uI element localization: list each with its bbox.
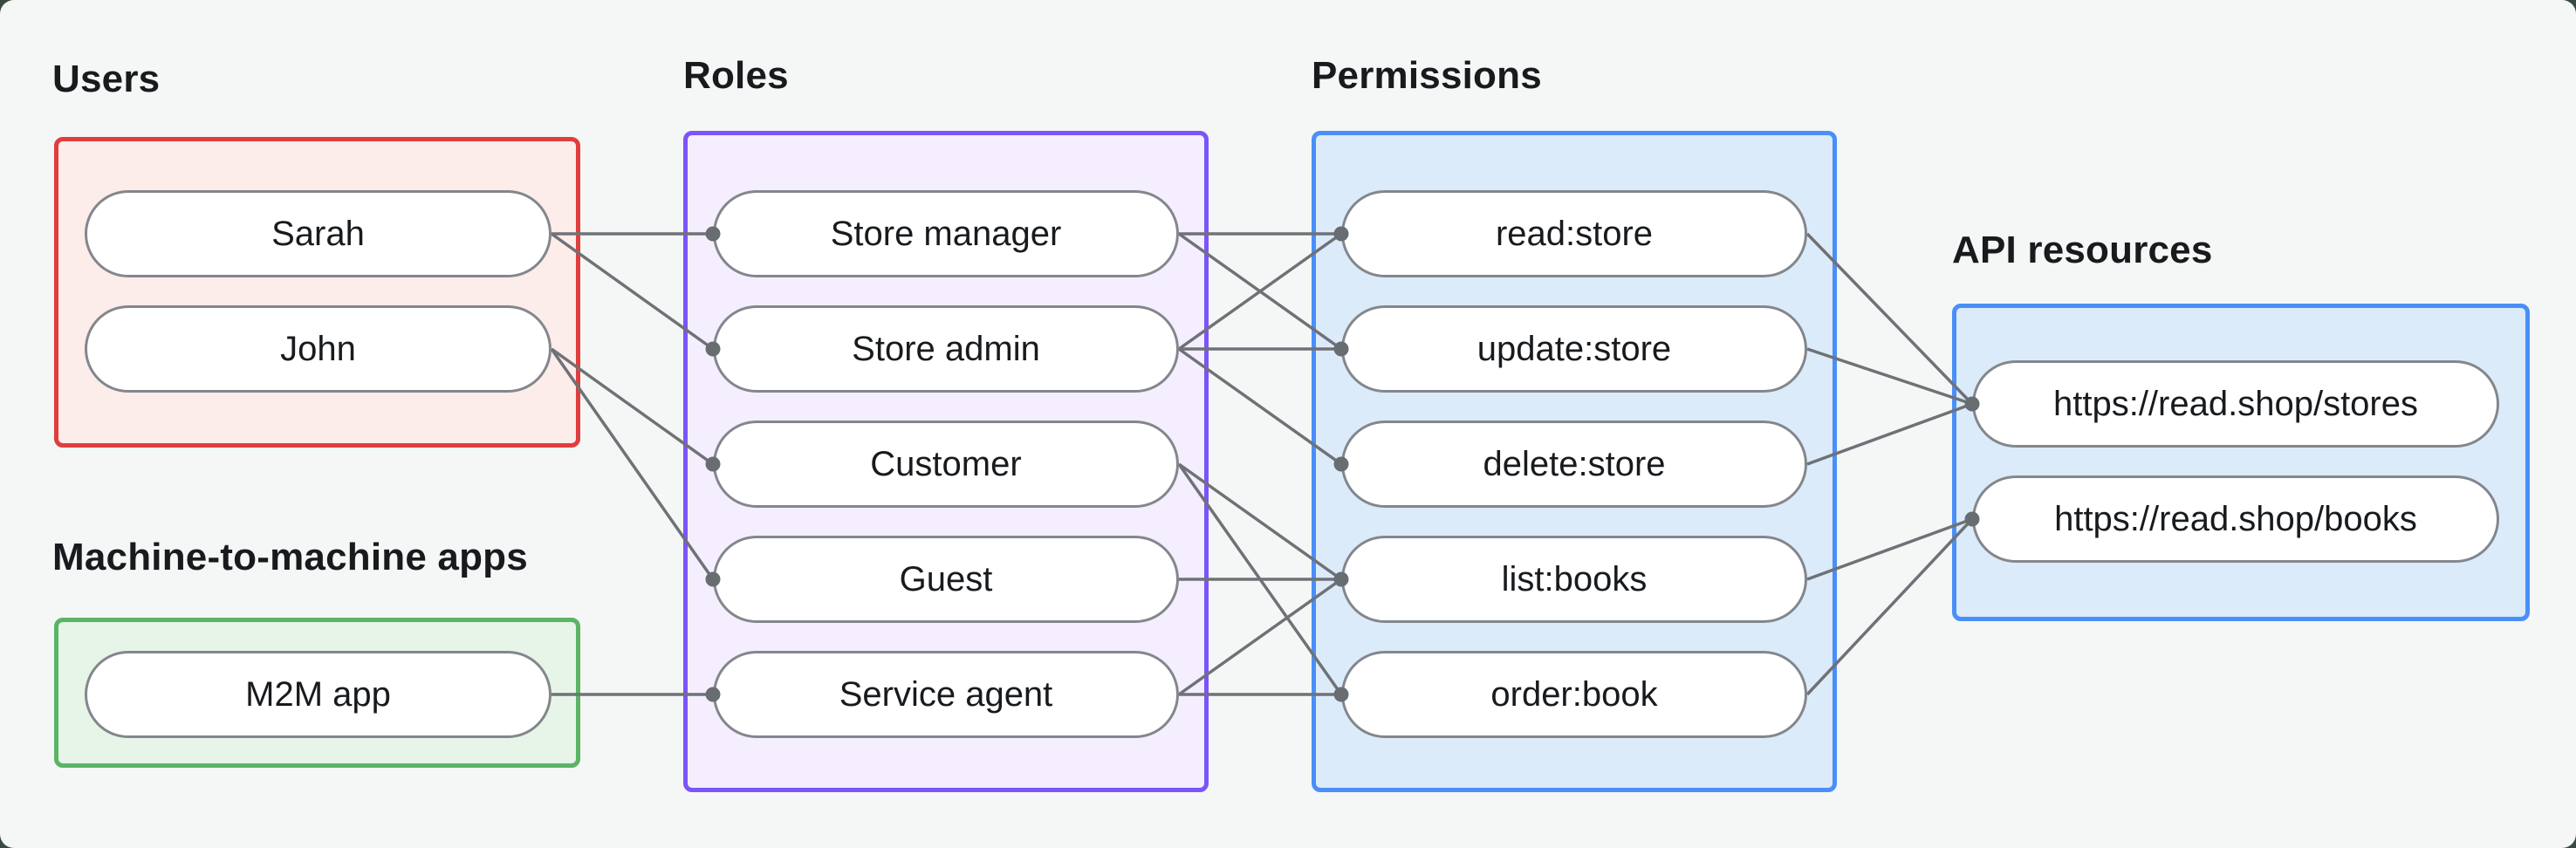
node-order-book: order:book <box>1341 651 1807 738</box>
node-customer: Customer <box>713 421 1179 508</box>
node-update-store: update:store <box>1341 305 1807 393</box>
node-service-agent: Service agent <box>713 651 1179 738</box>
node-api-stores: https://read.shop/stores <box>1972 360 2499 448</box>
node-delete-store: delete:store <box>1341 421 1807 508</box>
node-store-manager: Store manager <box>713 190 1179 277</box>
permissions-group-title: Permissions <box>1312 54 1542 97</box>
node-list-books: list:books <box>1341 536 1807 623</box>
node-store-admin: Store admin <box>713 305 1179 393</box>
node-guest: Guest <box>713 536 1179 623</box>
node-m2m-app: M2M app <box>85 651 552 738</box>
roles-group-title: Roles <box>683 54 789 97</box>
node-sarah: Sarah <box>85 190 552 277</box>
api-resources-group-box <box>1952 304 2530 621</box>
users-group-box <box>54 137 580 448</box>
users-group-title: Users <box>52 58 161 100</box>
api-resources-group-title: API resources <box>1952 229 2213 271</box>
node-read-store: read:store <box>1341 190 1807 277</box>
m2m-group-title: Machine-to-machine apps <box>52 536 528 578</box>
node-api-books: https://read.shop/books <box>1972 475 2499 563</box>
node-john: John <box>85 305 552 393</box>
